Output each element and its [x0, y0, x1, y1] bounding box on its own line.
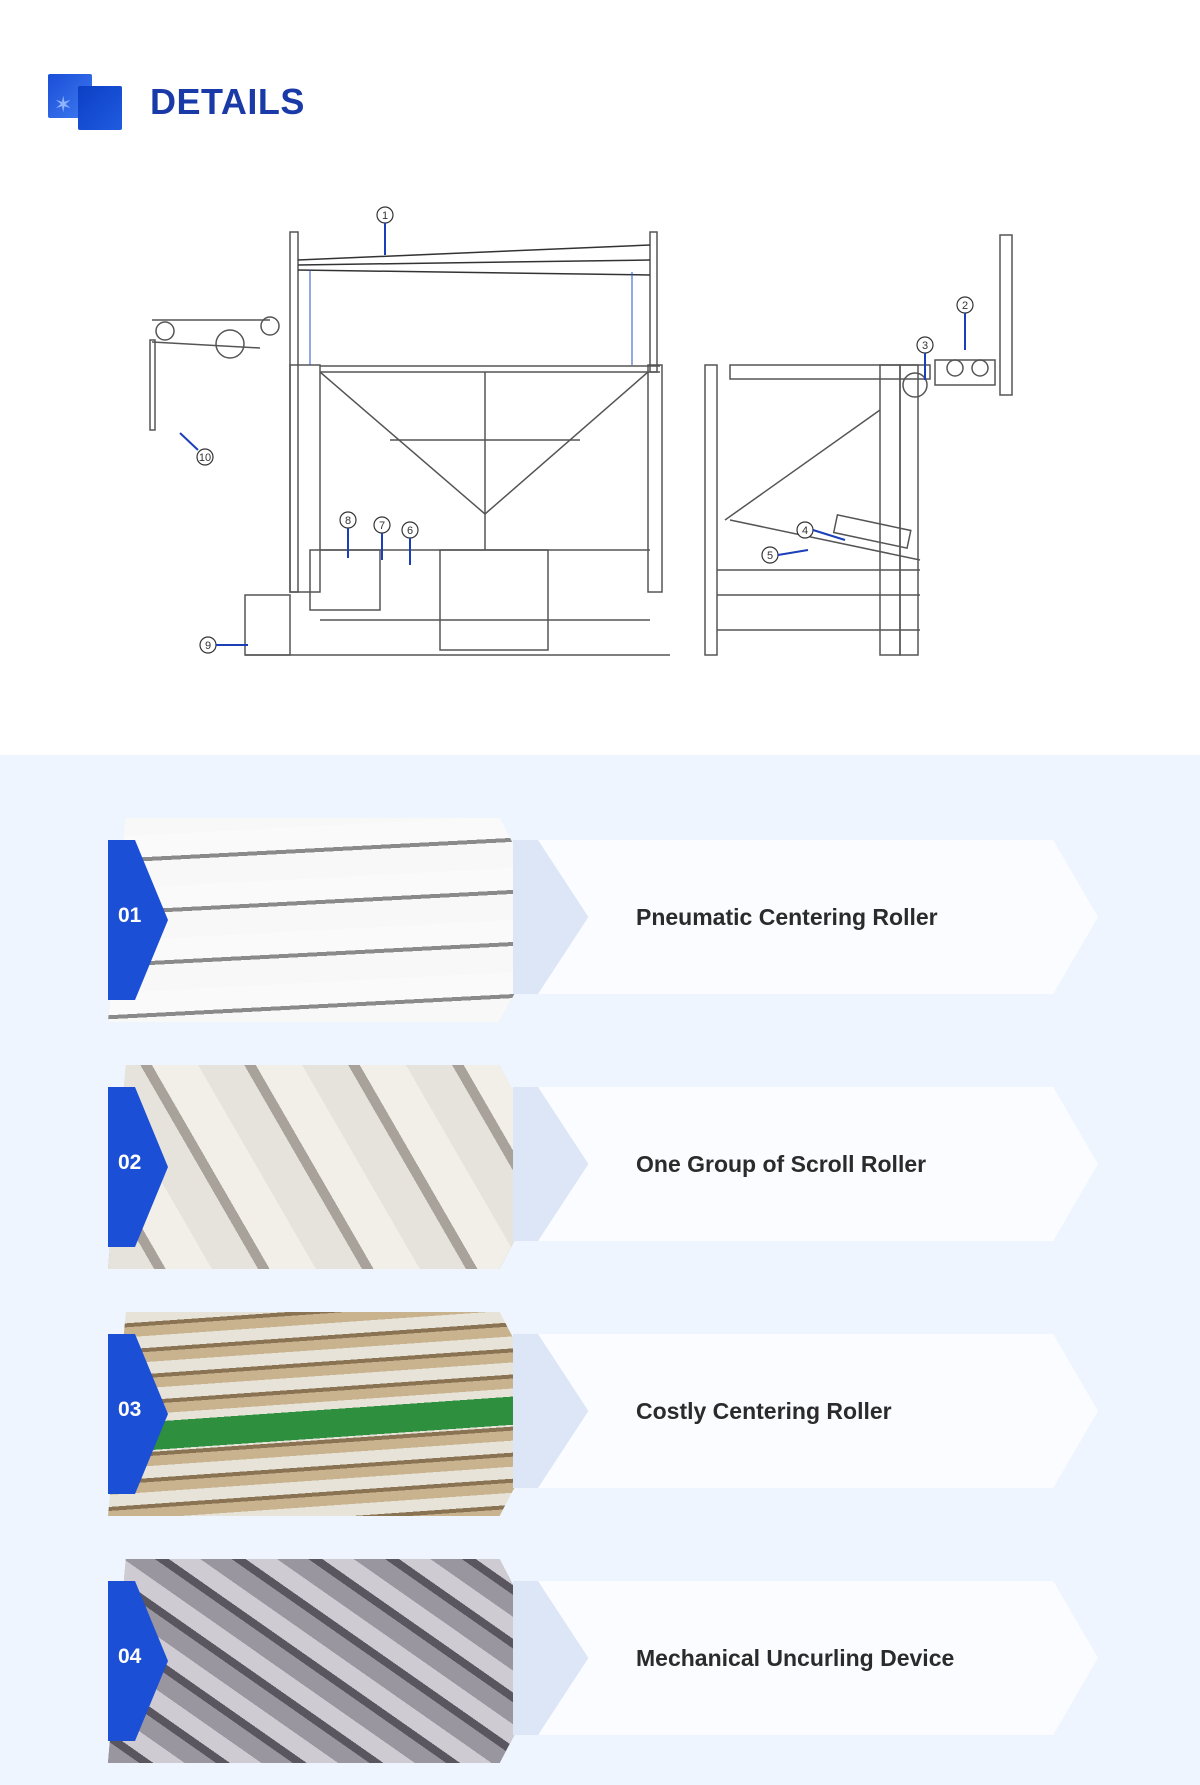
section-header: ✶ DETAILS: [48, 74, 305, 130]
svg-text:6: 6: [407, 525, 413, 537]
feature-number: 03: [118, 1398, 142, 1421]
feature-label: Costly Centering Roller: [636, 1397, 892, 1424]
feature-card: [538, 1087, 1098, 1241]
feature-item-03: 03 Costly Centering Roller: [108, 1312, 1108, 1516]
feature-item-04: 04 Mechanical Uncurling Device: [108, 1559, 1108, 1763]
machine-diagram: 1 2 3 4 5 6 7 8 9 10: [149, 206, 1013, 656]
scroll-roller-photo: [108, 1065, 553, 1269]
centering-roller-photo: [108, 1312, 553, 1516]
feature-number: 01: [118, 904, 142, 927]
svg-text:1: 1: [382, 210, 388, 222]
svg-text:9: 9: [205, 640, 211, 652]
feature-label: Pneumatic Centering Roller: [636, 903, 938, 930]
feature-card: [538, 840, 1098, 994]
feature-card: [538, 1581, 1098, 1735]
uncurling-device-photo: [108, 1559, 553, 1763]
pneumatic-roller-photo: [108, 818, 553, 1022]
svg-text:8: 8: [345, 515, 351, 527]
details-logo-icon: ✶: [48, 74, 124, 130]
svg-text:5: 5: [767, 550, 773, 562]
svg-text:2: 2: [962, 300, 968, 312]
feature-label: Mechanical Uncurling Device: [636, 1644, 955, 1671]
svg-text:3: 3: [922, 340, 928, 352]
feature-item-02: 02 One Group of Scroll Roller: [108, 1065, 1108, 1269]
feature-item-01: 01 Pneumatic Centering Roller: [108, 818, 1108, 1022]
feature-number: 02: [118, 1151, 142, 1174]
svg-text:7: 7: [379, 520, 385, 532]
feature-label: One Group of Scroll Roller: [636, 1150, 927, 1177]
svg-text:10: 10: [199, 452, 211, 464]
section-title: DETAILS: [150, 81, 305, 122]
svg-text:4: 4: [802, 525, 808, 537]
feature-card: [538, 1334, 1098, 1488]
feature-number: 04: [118, 1645, 142, 1668]
